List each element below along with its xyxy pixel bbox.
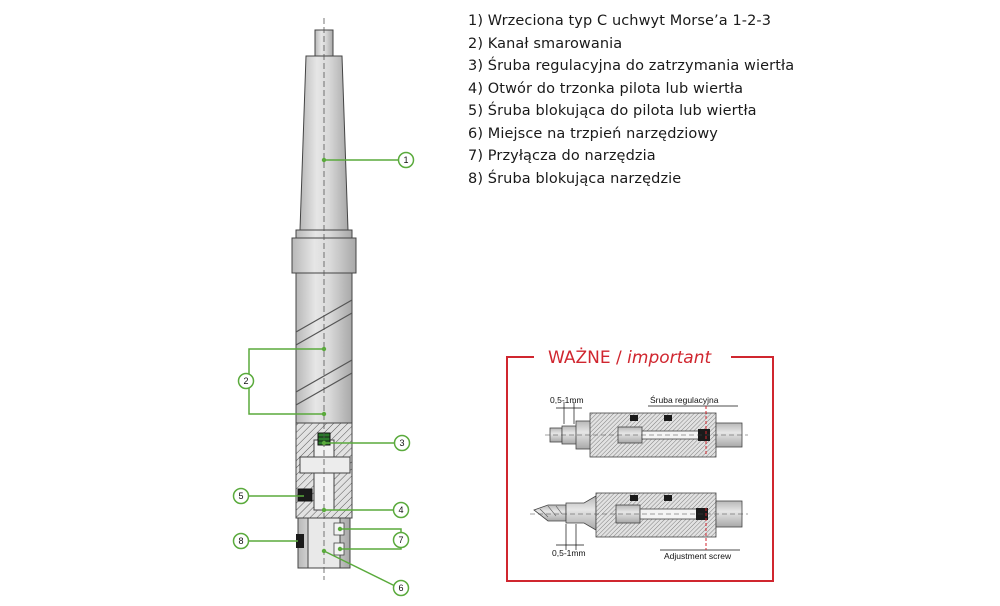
legend-item-1: 1) Wrzeciona typ C uchwyt Morse’a 1-2-3 [468,13,772,29]
callout-6: 6 [392,579,410,597]
important-frame [506,356,774,582]
label-adjustment-bottom: Adjustment screw [660,508,740,561]
svg-text:2: 2 [243,376,248,386]
important-title: WAŻNE / important [548,347,712,368]
legend-item-3: 3) Śruba regulacyjna do zatrzymania wier… [468,58,795,74]
arbor-body [291,18,357,580]
callout-5: 5 [232,487,250,505]
pilot-locking-screw [297,488,313,502]
legend-item-2: 2) Kanał smarowania [468,35,623,52]
label-adjustment-top: Śruba regulacyjna [648,394,738,456]
svg-text:Adjustment screw: Adjustment screw [664,551,732,561]
legend-item-4: 4) Otwór do trzonka pilota lub wiertła [468,80,744,97]
callout-1: 1 [397,151,415,169]
callout-8: 8 [232,532,250,550]
svg-text:1: 1 [403,155,408,165]
dim-top-label: 0,5-1mm [550,395,584,405]
important-box: WAŻNE / important 0,5-1mm Śruba regul [506,347,774,582]
svg-text:Śruba regulacyjna: Śruba regulacyjna [650,394,719,405]
svg-text:6: 6 [398,583,403,593]
legend-list: 1) Wrzeciona typ C uchwyt Morse’a 1-2-3 … [468,10,794,190]
dim-bottom: 0,5-1mm [552,524,586,558]
legend-item-7: 7) Przyłącza do narzędzia [468,148,656,164]
callout-markers: 1 2 3 4 5 7 8 6 [232,151,415,597]
callout-4: 4 [392,501,410,519]
leader-dots [321,157,343,554]
legend-item-5: 5) Śruba blokująca do pilota lub wiertła [468,103,757,119]
callout-7: 7 [392,531,410,549]
svg-text:3: 3 [399,438,404,448]
callout-3: 3 [393,434,411,452]
tool-locking-screw [296,534,304,548]
svg-text:7: 7 [398,535,403,545]
dim-bottom-label: 0,5-1mm [552,548,586,558]
legend-item-6: 6) Miejsce na trzpień narzędziowy [468,125,718,142]
assembly-pilot [545,412,748,458]
svg-text:8: 8 [238,536,243,546]
dim-top: 0,5-1mm [550,395,584,424]
svg-text:5: 5 [238,491,243,501]
callout-2: 2 [237,372,255,390]
assembly-drill [530,492,748,538]
svg-text:4: 4 [398,505,403,515]
legend-item-8: 8) Śruba blokująca narzędzie [468,170,682,187]
cross-bore [299,456,351,474]
morse-tang [314,29,334,57]
